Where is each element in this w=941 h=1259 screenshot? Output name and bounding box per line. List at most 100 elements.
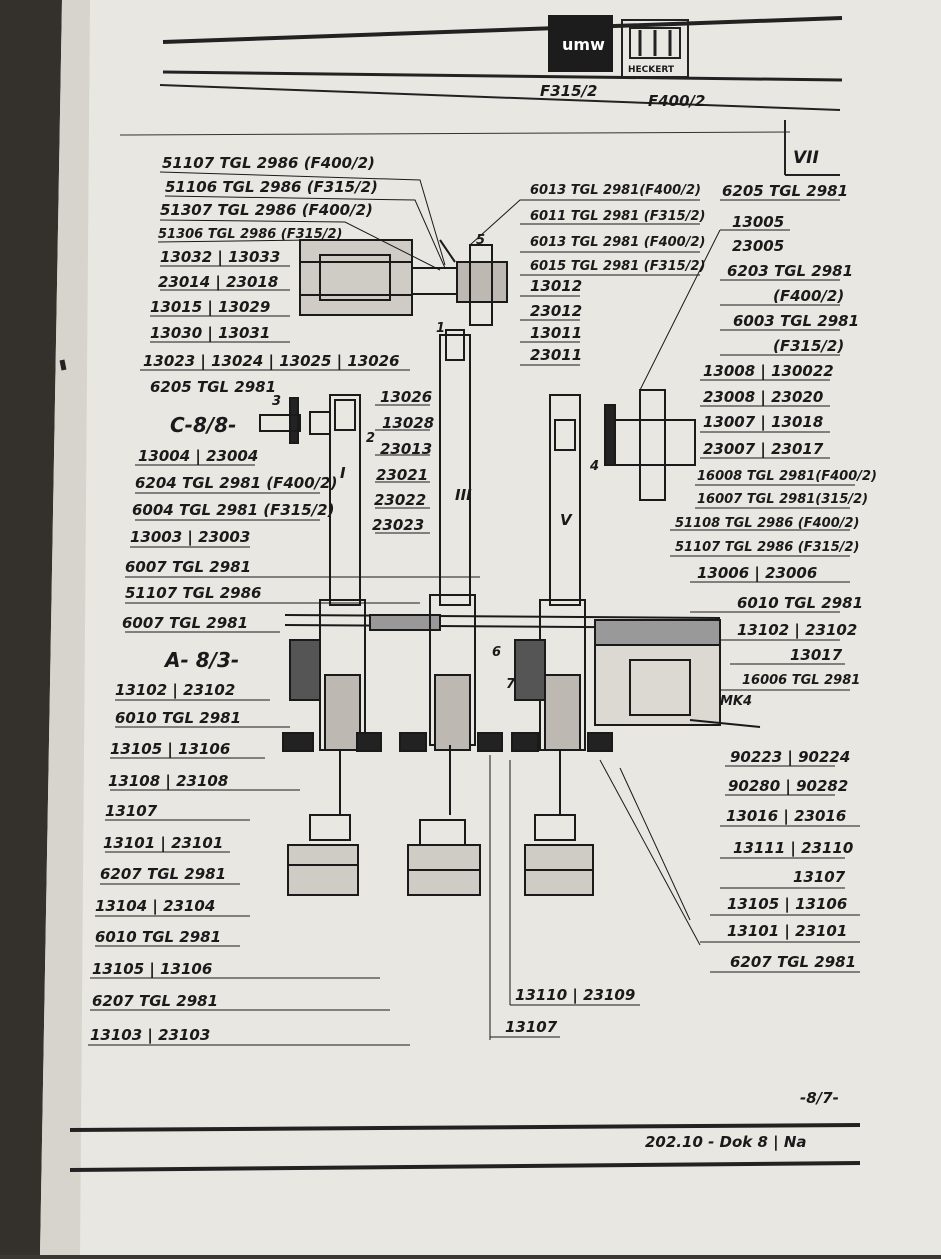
label-13012: 13012 (530, 277, 582, 295)
label-90280-90282: 90280 | 90282 (728, 777, 848, 796)
label-13101-23101-left: 13101 | 23101 (103, 834, 223, 853)
label-section-a: A- 8/3- (163, 648, 239, 672)
label-51107-f400: 51107 TGL 2986 (F400/2) (162, 154, 375, 172)
document-reference: 202.10 - Dok 8 | Na (645, 1133, 807, 1152)
label-23021: 23021 (376, 466, 428, 484)
label-13032-13033: 13032 | 13033 (160, 248, 280, 267)
label-6010-left-a: 6010 TGL 2981 (115, 709, 241, 727)
label-16007-f315: 16007 TGL 2981(315/2) (697, 492, 868, 507)
label-51108-f400: 51108 TGL 2986 (F400/2) (675, 516, 860, 531)
label-6013-f400-b: 6013 TGL 2981 (F400/2) (530, 235, 705, 250)
label-6204-f400: 6204 TGL 2981 (F400/2) (135, 474, 337, 492)
label-23005: 23005 (732, 237, 784, 255)
model-f400: F400/2 (648, 92, 705, 110)
label-6207-left-b: 6207 TGL 2981 (92, 992, 218, 1010)
paper (40, 0, 941, 1255)
gearbox-drawing (259, 239, 761, 896)
right-part-labels: 6205 TGL 2981 13005 23005 6203 TGL 2981 … (505, 182, 877, 1036)
label-f400: (F400/2) (773, 287, 844, 305)
label-13003-23003: 13003 | 23003 (130, 528, 250, 547)
label-23008-23020: 23008 | 23020 (703, 388, 823, 407)
label-13008-130022: 13008 | 130022 (703, 362, 834, 381)
label-6205-left: 6205 TGL 2981 (150, 378, 276, 396)
label-16006: 16006 TGL 2981 (742, 673, 860, 688)
label-13004-23004: 13004 | 23004 (138, 447, 258, 466)
label-23013: 23013 (380, 440, 432, 458)
label-6015-f315: 6015 TGL 2981 (F315/2) (530, 259, 705, 274)
label-51307-f400: 51307 TGL 2986 (F400/2) (160, 201, 373, 219)
label-13107-right: 13107 (793, 868, 846, 886)
label-13007-13018: 13007 | 13018 (703, 413, 823, 432)
position-2: 2 (366, 431, 375, 446)
label-13111-23110: 13111 | 23110 (733, 839, 853, 858)
middle-part-labels: 13026 13028 23013 23021 23022 23023 6013… (272, 183, 705, 692)
leader-lines (88, 171, 860, 1046)
label-6007-b: 6007 TGL 2981 (122, 614, 248, 632)
label-13108-23108: 13108 | 23108 (108, 772, 228, 791)
label-13103-23103: 13103 | 23103 (90, 1026, 210, 1045)
label-section-c: C-8/8- (170, 413, 236, 437)
label-13102-23102-right: 13102 | 23102 (737, 621, 857, 640)
label-13006-23006: 13006 | 23006 (697, 564, 817, 583)
label-13105-13106-left-a: 13105 | 13106 (110, 740, 230, 759)
label-13107-bottom: 13107 (505, 1018, 558, 1036)
label-6203: 6203 TGL 2981 (727, 262, 853, 280)
label-51107: 51107 TGL 2986 (125, 584, 261, 602)
label-f315: (F315/2) (773, 337, 844, 355)
label-13110-23109: 13110 | 23109 (515, 986, 635, 1005)
model-f315: F315/2 (540, 82, 597, 100)
label-13023-13026: 13023 | 13024 | 13025 | 13026 (143, 352, 400, 371)
position-6: 6 (492, 645, 501, 660)
label-6010-right: 6010 TGL 2981 (737, 594, 863, 612)
label-23012: 23012 (530, 302, 582, 320)
label-16008-f400: 16008 TGL 2981(F400/2) (697, 469, 877, 484)
label-51106-f315: 51106 TGL 2986 (F315/2) (165, 178, 378, 196)
label-13107-left: 13107 (105, 802, 158, 820)
left-part-labels: 51107 TGL 2986 (F400/2) 51106 TGL 2986 (… (90, 154, 400, 1045)
position-5: 5 (476, 233, 485, 248)
svg-text:HECKERT: HECKERT (628, 65, 675, 75)
shaft-label-i: I (340, 464, 346, 482)
label-6205-right: 6205 TGL 2981 (722, 182, 848, 200)
position-4: 4 (589, 459, 599, 474)
label-6003: 6003 TGL 2981 (733, 312, 859, 330)
position-1: 1 (436, 321, 445, 336)
label-13017: 13017 (790, 646, 843, 664)
label-23014-23018: 23014 | 23018 (158, 273, 278, 292)
label-6207-right: 6207 TGL 2981 (730, 953, 856, 971)
umw-logo: umw (548, 15, 613, 72)
label-6004-f315: 6004 TGL 2981 (F315/2) (132, 501, 334, 519)
label-23022: 23022 (374, 491, 426, 509)
label-23023: 23023 (372, 516, 424, 534)
section-number: VII (793, 148, 819, 168)
label-13102-23102-left: 13102 | 23102 (115, 681, 235, 700)
page-number: -8/7- (800, 1089, 839, 1107)
heckert-logo: HECKERT (621, 19, 689, 78)
label-13105-13106-right: 13105 | 13106 (727, 895, 847, 914)
label-13026: 13026 (380, 388, 432, 406)
label-13028: 13028 (382, 414, 434, 432)
label-13104-23104: 13104 | 23104 (95, 897, 215, 916)
label-6207-left-a: 6207 TGL 2981 (100, 865, 226, 883)
label-13030-13031: 13030 | 13031 (150, 324, 270, 343)
label-23011: 23011 (530, 346, 582, 364)
label-90223-90224: 90223 | 90224 (730, 748, 850, 767)
label-13105-13106-left-b: 13105 | 13106 (92, 960, 212, 979)
label-13005: 13005 (732, 213, 784, 231)
shaft-label-iii: III (455, 486, 472, 504)
position-3: 3 (272, 394, 281, 409)
label-13101-23101-right: 13101 | 23101 (727, 922, 847, 941)
position-7: 7 (506, 677, 516, 692)
label-51306-f315: 51306 TGL 2986 (F315/2) (158, 227, 343, 242)
label-13016-23016: 13016 | 23016 (726, 807, 846, 826)
shaft-label-v: V (560, 511, 573, 529)
label-6007-a: 6007 TGL 2981 (125, 558, 251, 576)
label-13015-13029: 13015 | 13029 (150, 298, 270, 317)
label-51107-f315: 51107 TGL 2986 (F315/2) (675, 540, 860, 555)
label-13011: 13011 (530, 324, 582, 342)
svg-text:umw: umw (562, 35, 605, 54)
label-6013-f400-a: 6013 TGL 2981(F400/2) (530, 183, 701, 198)
label-6011-f315: 6011 TGL 2981 (F315/2) (530, 209, 705, 224)
